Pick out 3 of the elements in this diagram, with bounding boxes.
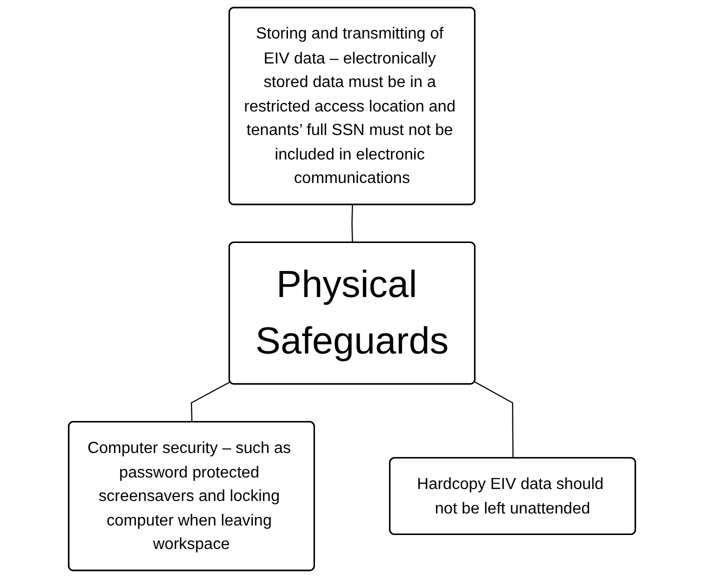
connector (474, 381, 514, 458)
connector (350, 204, 353, 243)
connector (190, 381, 230, 422)
